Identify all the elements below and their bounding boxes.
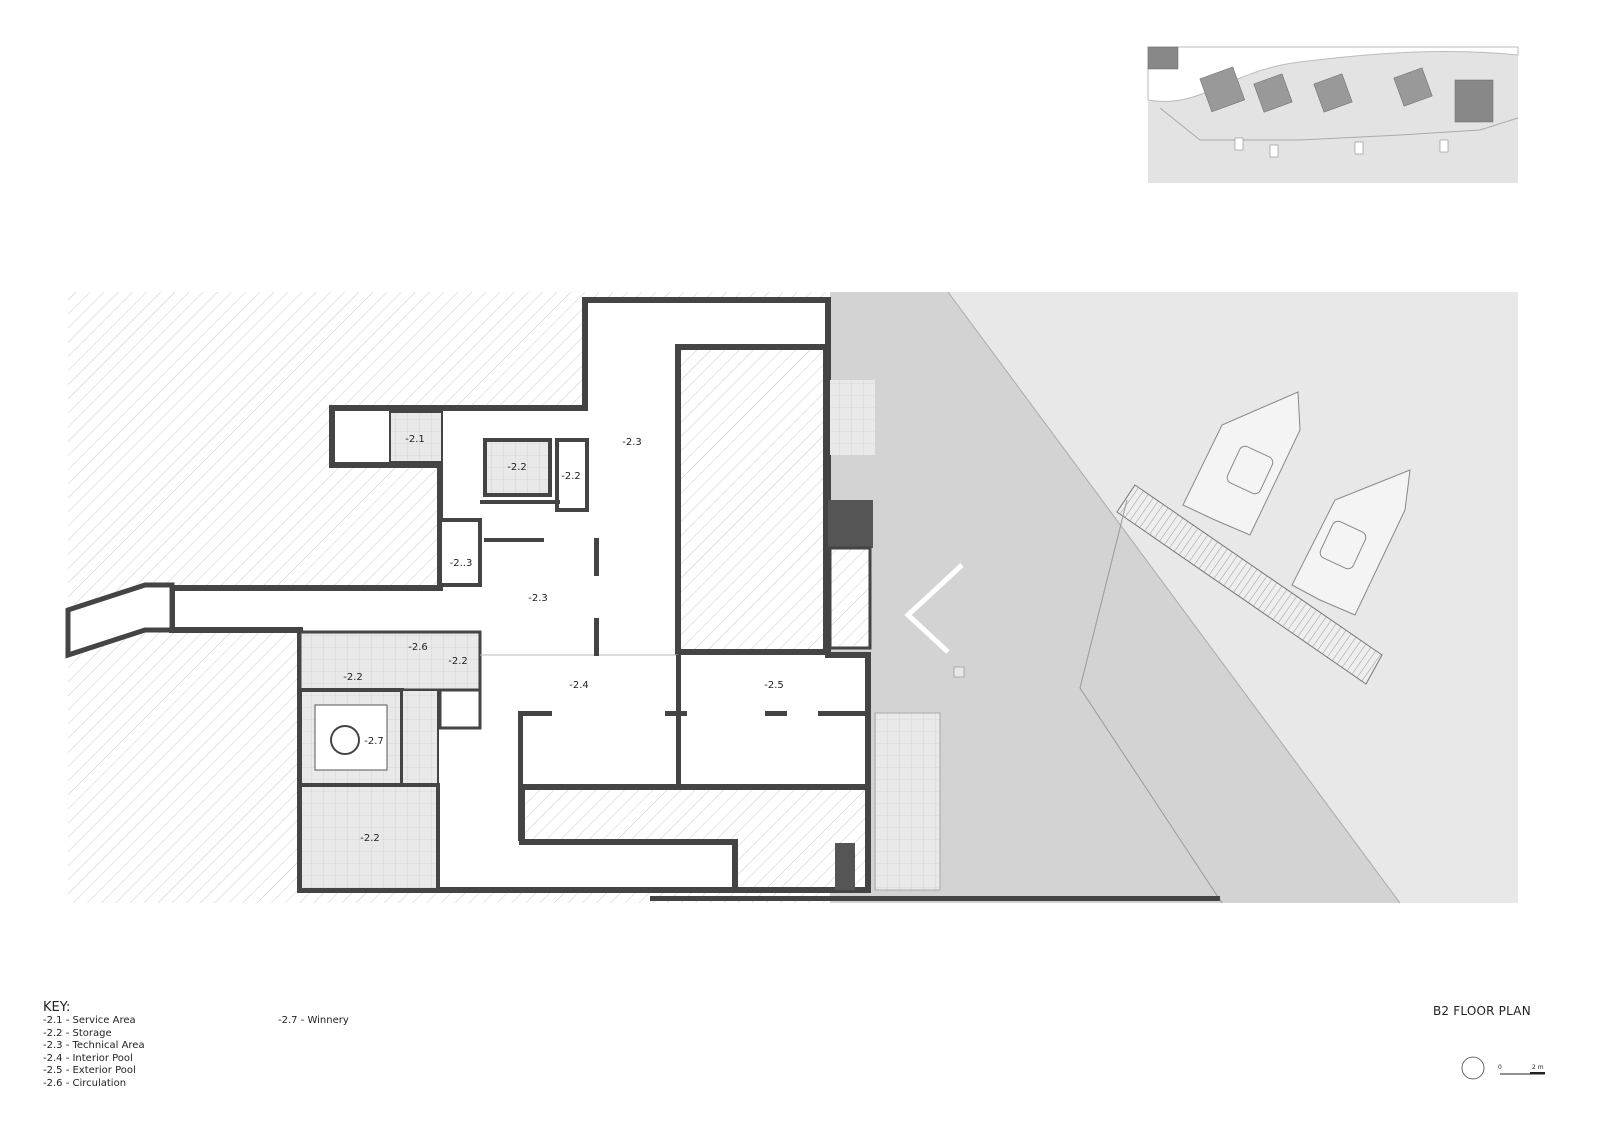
terrace-area: [830, 292, 1400, 903]
key-item: -2.5 - Exterior Pool: [43, 1065, 136, 1077]
lower-block: [519, 784, 871, 893]
room-label: -2.3: [622, 437, 642, 448]
tile-room-22e: [298, 783, 440, 892]
scale-start: 0: [1498, 1064, 1502, 1071]
boat-icon: [1291, 469, 1411, 616]
room-label: -2.7: [364, 736, 384, 747]
room-label: -2.4: [569, 680, 589, 691]
key-legend: KEY: -2.1 - Service Area -2.2 - Storage …: [43, 1000, 145, 1091]
room-label: -2.1: [405, 434, 425, 445]
key-item: -2.6 - Circulation: [43, 1077, 127, 1089]
technical-block: [675, 344, 829, 655]
key-item: -2.1 - Service Area: [43, 1015, 136, 1026]
key-item: -2.2 - Storage: [43, 1027, 112, 1039]
tile-room-22a: [483, 438, 552, 497]
room-label: -2.2: [561, 471, 581, 482]
site-key-map: [1147, 46, 1519, 183]
key-item: -2.4 - Interior Pool: [43, 1052, 133, 1064]
drawing-title: B2 FLOOR PLAN: [1433, 1004, 1531, 1018]
tile-east-lower: [874, 712, 941, 891]
room-label: -2.2: [507, 462, 527, 473]
boat-icon: [1182, 391, 1301, 536]
room-label: -2.6: [408, 642, 428, 653]
key-item: -2.3 - Technical Area: [43, 1040, 145, 1052]
north-arrow-icon: [1461, 1056, 1485, 1080]
key-heading: KEY:: [43, 1000, 71, 1015]
tile-room-21: [389, 411, 443, 463]
room-label: -2.2: [360, 833, 380, 844]
room-label: -2.5: [764, 680, 784, 691]
tile-east-upper: [830, 380, 875, 455]
room-label: -2..3: [450, 558, 473, 569]
room-label: -2.3: [528, 593, 548, 604]
scale-end: 2 m: [1532, 1064, 1544, 1071]
key-item: -2.7 - Winnery: [278, 1015, 349, 1026]
room-label: -2.2: [343, 672, 363, 683]
room-label: -2.2: [448, 656, 468, 667]
corridor-west: [65, 582, 175, 659]
chevron-mark: [904, 563, 964, 654]
table-icon: [330, 725, 360, 755]
pier: [1116, 484, 1383, 685]
